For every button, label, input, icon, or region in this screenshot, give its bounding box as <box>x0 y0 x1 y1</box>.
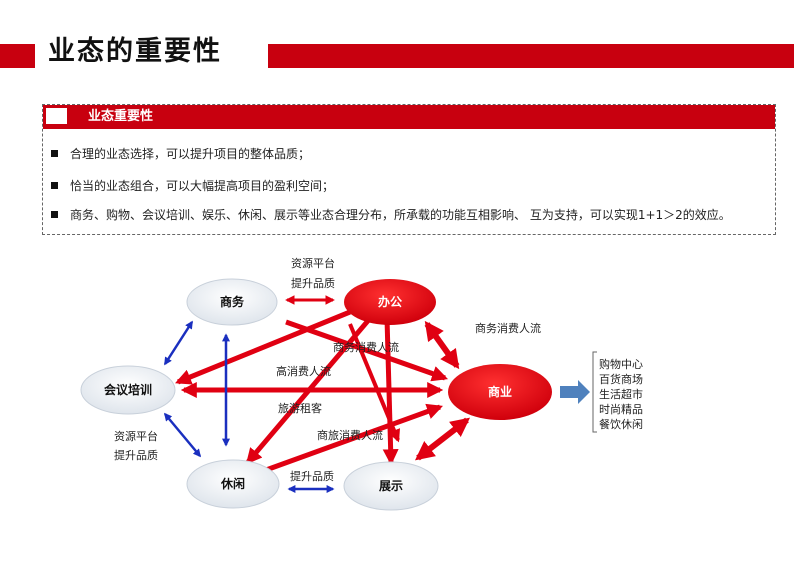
square-bullet-icon <box>51 150 58 157</box>
node-label-huiyi: 会议培训 <box>104 382 152 397</box>
bullet-text: 商务、购物、会议培训、娱乐、休闲、展示等业态合理分布，所承载的功能互相影响、 互… <box>70 208 731 222</box>
node-shangye: 商业 <box>448 364 552 420</box>
bullet-text: 合理的业态选择，可以提升项目的整体品质； <box>70 147 311 161</box>
box-header: 业态重要性 <box>43 105 775 129</box>
outcome-item: 百货商场 <box>599 372 643 386</box>
outcome-item: 时尚精品 <box>599 402 643 416</box>
label-business-flow-right: 商务消费人流 <box>475 321 541 335</box>
arrow-bangong-shangye <box>424 320 460 370</box>
bullet-text: 恰当的业态组合，可以大幅提高项目的盈利空间； <box>70 179 335 193</box>
label-top-quality: 提升品质 <box>291 277 335 290</box>
bracket <box>592 351 597 433</box>
outcome-item: 生活超市 <box>599 387 643 401</box>
label-business-flow-center: 商务消费人流 <box>333 340 399 354</box>
node-label-bangong: 办公 <box>378 294 402 309</box>
right-arrow-icon <box>560 380 590 404</box>
arrow-shangwu-shangye <box>285 319 449 382</box>
outcome-item: 购物中心 <box>599 357 643 371</box>
title-accent-left <box>0 44 35 68</box>
node-label-shangwu: 商务 <box>220 294 245 309</box>
bullet-item: 恰当的业态组合，可以大幅提高项目的盈利空间； <box>51 178 334 194</box>
label-left-resource: 资源平台 <box>114 429 158 443</box>
bullet-item: 合理的业态选择，可以提升项目的整体品质； <box>51 146 310 162</box>
title-accent-right <box>268 44 794 68</box>
bullet-item: 商务、购物、会议培训、娱乐、休闲、展示等业态合理分布，所承载的功能互相影响、 互… <box>51 207 731 223</box>
node-label-zhanshi: 展示 <box>379 479 403 493</box>
business-format-diagram: 商务 办公 会议培训 商业 休闲 展示 资源平台 提升品质 商务消费人流 商务消… <box>80 256 643 511</box>
node-xiuxian: 休闲 <box>186 459 280 509</box>
arrow-bangong-huiyi <box>175 309 351 385</box>
node-label-xiuxian: 休闲 <box>220 476 245 491</box>
label-bottom-quality: 提升品质 <box>290 470 334 483</box>
box-header-label: 业态重要性 <box>88 109 154 124</box>
arrow-xiuxian-shangye <box>265 403 444 473</box>
outcome-item: 餐饮休闲 <box>599 417 643 431</box>
node-bangong: 办公 <box>344 279 436 325</box>
header-square-icon <box>46 108 67 124</box>
node-label-shangye: 商业 <box>488 384 512 399</box>
label-left-quality: 提升品质 <box>114 449 158 462</box>
page-title: 业态的重要性 <box>48 36 222 67</box>
importance-box: 业态重要性 合理的业态选择，可以提升项目的整体品质； 恰当的业态组合，可以大幅提… <box>42 104 776 235</box>
square-bullet-icon <box>51 211 58 218</box>
arrow-huiyi-xiuxian <box>163 412 202 458</box>
arrow-shangwu-huiyi <box>163 320 194 366</box>
label-tourism: 旅游租客 <box>278 401 322 415</box>
label-top-resource: 资源平台 <box>291 256 335 270</box>
arrow-zhanshi-shangye <box>414 417 471 461</box>
node-shangwu: 商务 <box>186 278 278 326</box>
label-high-consumption: 高消费人流 <box>276 364 331 378</box>
square-bullet-icon <box>51 182 58 189</box>
label-business-travel: 商旅消费人流 <box>317 428 383 442</box>
node-zhanshi: 展示 <box>343 461 439 511</box>
node-huiyi: 会议培训 <box>80 365 176 415</box>
